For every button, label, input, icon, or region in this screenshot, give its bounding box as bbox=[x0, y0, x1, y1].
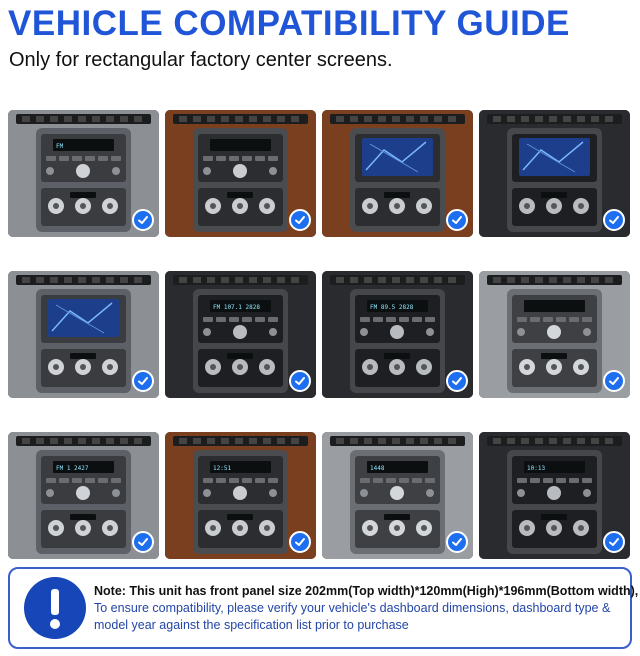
note-bold-line: Note: This unit has front panel size 202… bbox=[94, 584, 639, 598]
note-box: Note: This unit has front panel size 202… bbox=[8, 567, 639, 649]
checkmark-icon bbox=[289, 209, 311, 231]
vehicle-dashboard-photo: 1448 bbox=[322, 432, 473, 559]
radio-display-text: 12:51 bbox=[213, 465, 231, 472]
radio-display-text: FM bbox=[56, 143, 64, 150]
page-title: VEHICLE COMPATIBILITY GUIDE bbox=[8, 4, 570, 43]
radio-display-text: 1448 bbox=[370, 465, 385, 472]
radio-display-text: FM 1 2427 bbox=[56, 465, 89, 472]
vehicle-dashboard-photo: FM 89.5 2828 bbox=[322, 271, 473, 398]
checkmark-icon bbox=[603, 370, 625, 392]
dashboard-illustration bbox=[479, 110, 630, 237]
vehicle-dashboard-photo bbox=[322, 110, 473, 237]
checkmark-icon bbox=[289, 531, 311, 553]
note-text: Note: This unit has front panel size 202… bbox=[94, 583, 639, 634]
radio-display-text: FM 89.5 2828 bbox=[370, 304, 414, 311]
checkmark-icon bbox=[446, 370, 468, 392]
vehicle-photo-grid: FM FM 107.1 2828 FM 89.5 2828 FM 1 2427 12:5… bbox=[8, 110, 630, 559]
vehicle-dashboard-photo: FM 107.1 2828 bbox=[165, 271, 316, 398]
vehicle-dashboard-photo: 10:13 bbox=[479, 432, 630, 559]
radio-display-text: FM 107.1 2828 bbox=[213, 304, 260, 311]
vehicle-dashboard-photo: 12:51 bbox=[165, 432, 316, 559]
page-subtitle: Only for rectangular factory center scre… bbox=[9, 49, 393, 71]
vehicle-dashboard-photo bbox=[479, 271, 630, 398]
dashboard-illustration: FM 1 2427 bbox=[8, 432, 159, 559]
checkmark-icon bbox=[132, 531, 154, 553]
dashboard-illustration: FM 89.5 2828 bbox=[322, 271, 473, 398]
checkmark-icon bbox=[132, 209, 154, 231]
dashboard-illustration: 1448 bbox=[322, 432, 473, 559]
vehicle-dashboard-photo bbox=[165, 110, 316, 237]
vehicle-dashboard-photo bbox=[479, 110, 630, 237]
checkmark-icon bbox=[132, 370, 154, 392]
checkmark-icon bbox=[446, 531, 468, 553]
checkmark-icon bbox=[603, 531, 625, 553]
dashboard-illustration bbox=[322, 110, 473, 237]
vehicle-dashboard-photo: FM bbox=[8, 110, 159, 237]
checkmark-icon bbox=[289, 370, 311, 392]
dashboard-illustration: FM bbox=[8, 110, 159, 237]
vehicle-dashboard-photo: FM 1 2427 bbox=[8, 432, 159, 559]
dashboard-illustration bbox=[479, 271, 630, 398]
dashboard-illustration bbox=[165, 110, 316, 237]
note-body-line: To ensure compatibility, please verify y… bbox=[94, 601, 611, 632]
checkmark-icon bbox=[603, 209, 625, 231]
exclamation-icon bbox=[24, 577, 86, 639]
vehicle-dashboard-photo bbox=[8, 271, 159, 398]
radio-display-text: 10:13 bbox=[527, 465, 545, 472]
checkmark-icon bbox=[446, 209, 468, 231]
